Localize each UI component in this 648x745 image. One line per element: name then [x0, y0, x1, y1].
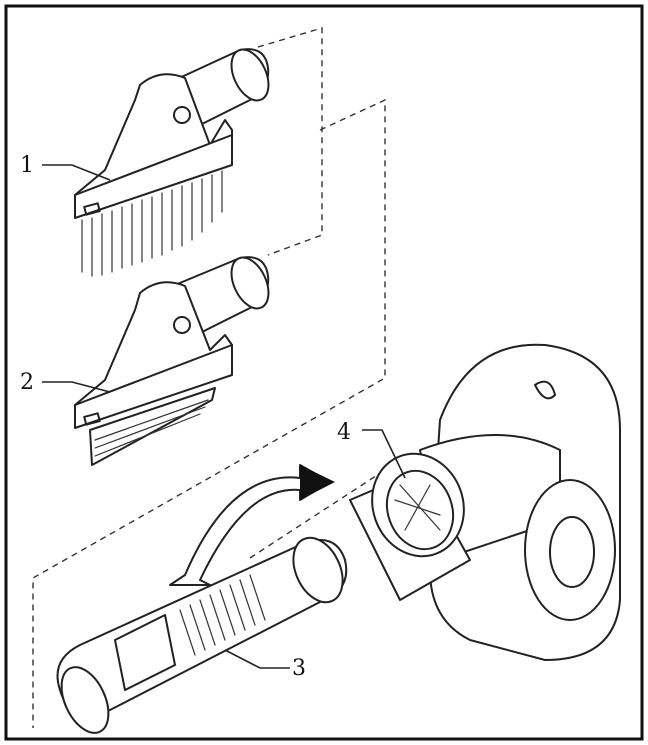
leader-lines [42, 164, 406, 669]
callout-1: 1 [20, 153, 34, 178]
border [4, 4, 644, 741]
squeegee-nozzle-icon [74, 256, 270, 466]
brush-nozzle-icon [74, 48, 270, 277]
callout-3: 3 [292, 656, 306, 681]
callout-2: 2 [20, 370, 34, 395]
guide-lines [32, 27, 386, 728]
blower-outlet-icon [349, 343, 621, 661]
curved-arrow-icon [169, 464, 335, 586]
extension-nozzle-icon [56, 536, 348, 734]
callout-4: 4 [337, 420, 351, 445]
